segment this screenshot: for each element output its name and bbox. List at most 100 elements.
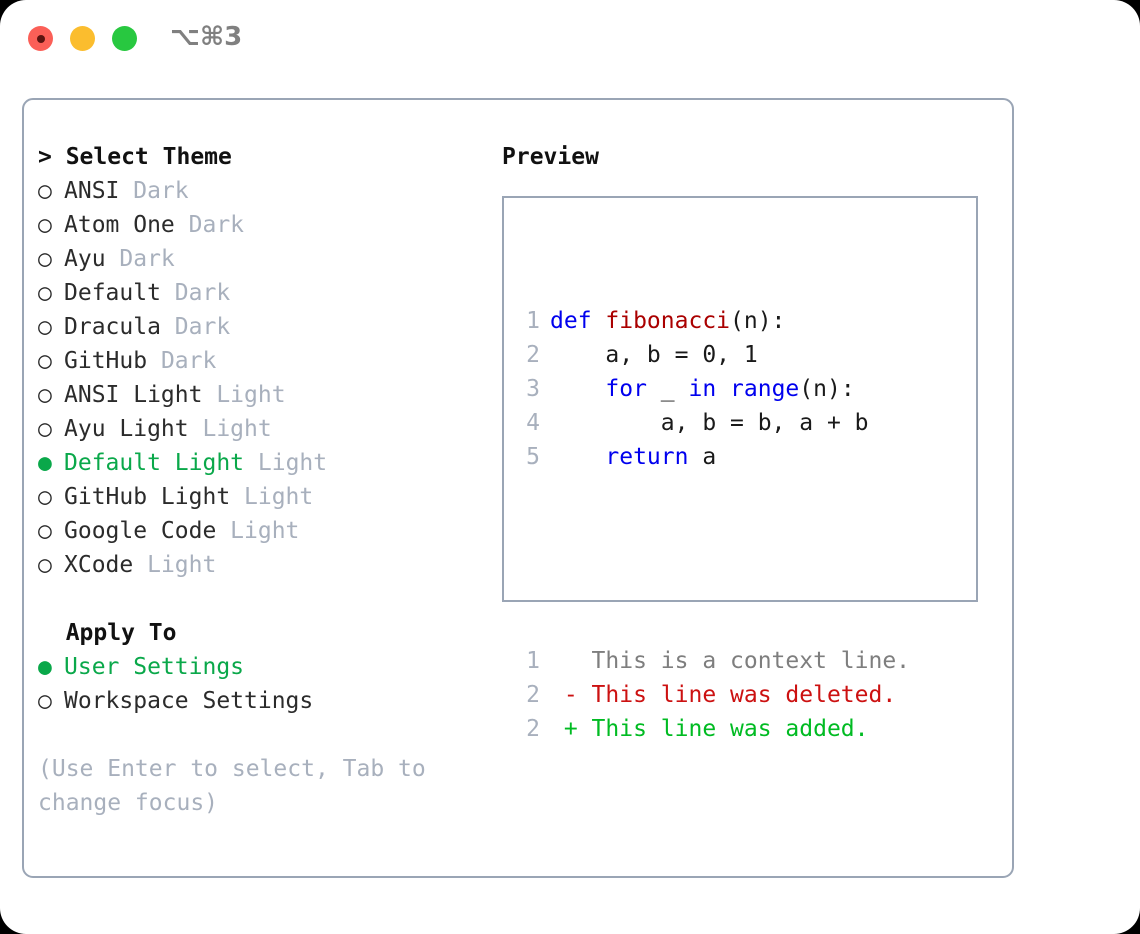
theme-mode-tag: Dark — [174, 314, 231, 340]
code-token: a, b = b, a + b — [550, 410, 869, 436]
theme-mode-tag: Light — [202, 416, 272, 442]
theme-mode-tag: Dark — [119, 246, 175, 272]
theme-name: GitHub Light — [64, 484, 245, 510]
radio-unselected-icon: ○ — [38, 552, 52, 578]
theme-option-default[interactable]: ○Default Dark — [38, 276, 488, 310]
code-token: (n): — [799, 376, 855, 402]
theme-mode-tag: Dark — [160, 348, 217, 374]
theme-option-ayu-light[interactable]: ○ Ayu Light Light — [38, 412, 488, 446]
diff-marker: - — [550, 682, 592, 708]
apply-to-option-user-settings[interactable]: ●User Settings — [38, 650, 488, 684]
code-token: return — [605, 444, 689, 470]
radio-unselected-icon: ○ — [38, 416, 52, 442]
radio-unselected-icon: ○ — [38, 518, 52, 544]
code-line: 5 return a — [518, 440, 910, 474]
keyboard-hint-text: (Use Enter to select, Tab to change focu… — [38, 756, 426, 816]
list-spacer — [38, 582, 488, 616]
theme-selection-column: > Select Theme ○ANSI Dark○Atom One Dark○… — [38, 140, 488, 820]
radio-unselected-icon: ○ — [38, 348, 52, 374]
theme-name: Ayu Light — [64, 416, 203, 442]
radio-selected-icon: ● — [38, 450, 52, 476]
apply-to-label: Workspace Settings — [64, 688, 314, 714]
theme-name: Dracula — [64, 314, 175, 340]
radio-unselected-icon: ○ — [38, 246, 52, 272]
traffic-light-buttons — [28, 26, 137, 51]
theme-option-google-code[interactable]: ○ Google Code Light — [38, 514, 488, 548]
diff-marker — [550, 648, 592, 674]
diff-text: This line was added. — [591, 716, 869, 742]
radio-unselected-icon: ○ — [38, 314, 52, 340]
preview-header: Preview — [502, 144, 599, 170]
code-token: for — [605, 376, 647, 402]
theme-option-dracula[interactable]: ○ Dracula Dark — [38, 310, 488, 344]
diff-line-ctx: 1 This is a context line. — [518, 644, 910, 678]
theme-mode-tag: Light — [230, 518, 300, 544]
theme-mode-tag: Light — [244, 484, 314, 510]
line-number: 3 — [526, 376, 540, 402]
maximize-button[interactable] — [112, 26, 137, 51]
line-number: 1 — [526, 308, 540, 334]
code-token: range — [730, 376, 800, 402]
apply-to-list[interactable]: ●User Settings○Workspace Settings — [38, 650, 488, 718]
theme-option-ayu[interactable]: ○ Ayu Dark — [38, 242, 488, 276]
theme-mode-tag: Dark — [133, 178, 189, 204]
radio-unselected-icon: ○ — [38, 280, 52, 306]
minimize-button[interactable] — [70, 26, 95, 51]
radio-selected-icon: ● — [38, 654, 52, 680]
theme-mode-tag: Dark — [174, 280, 231, 306]
theme-option-github-light[interactable]: ○ GitHub Light Light — [38, 480, 488, 514]
theme-option-ansi[interactable]: ○ ANSI Dark — [38, 174, 488, 208]
title-bar: ⌥⌘3 — [0, 0, 1140, 78]
theme-name: ANSI Light — [64, 382, 217, 408]
code-line: 4 a, b = b, a + b — [518, 406, 910, 440]
theme-name: Atom One — [64, 212, 189, 238]
apply-to-option-workspace-settings[interactable]: ○Workspace Settings — [38, 684, 488, 718]
theme-name: XCode — [64, 552, 148, 578]
line-number: 5 — [526, 444, 540, 470]
main-panel: > Select Theme ○ANSI Dark○Atom One Dark○… — [22, 98, 1014, 878]
radio-unselected-icon: ○ — [38, 484, 52, 510]
diff-line-add: 2 + This line was added. — [518, 712, 910, 746]
code-token: a, b = 0, 1 — [550, 342, 758, 368]
line-number: 2 — [526, 682, 540, 708]
diff-sample: 1 This is a context line.2 - This line w… — [518, 644, 910, 746]
code-token: fibonacci — [605, 308, 731, 334]
code-token: in — [688, 376, 717, 402]
close-button[interactable] — [28, 26, 53, 51]
theme-option-github[interactable]: ○ GitHub Dark — [38, 344, 488, 378]
code-token — [550, 444, 605, 470]
diff-line-del: 2 - This line was deleted. — [518, 678, 910, 712]
theme-name: Ayu — [64, 246, 120, 272]
radio-unselected-icon: ○ — [38, 212, 52, 238]
line-number: 4 — [526, 410, 540, 436]
apply-to-header: Apply To — [38, 620, 177, 646]
theme-name: Google Code — [64, 518, 231, 544]
theme-list[interactable]: ○ANSI Dark○Atom One Dark○Ayu Dark○Defaul… — [38, 174, 488, 582]
code-token — [716, 376, 730, 402]
code-token: _ — [646, 376, 689, 402]
code-line: 1 def fibonacci(n): — [518, 304, 910, 338]
code-token — [550, 376, 605, 402]
theme-option-default-light[interactable]: ●Default Light Light — [38, 446, 488, 480]
line-number: 2 — [526, 716, 540, 742]
code-token: def — [550, 308, 606, 334]
theme-mode-tag: Light — [216, 382, 286, 408]
theme-name: Default Light — [64, 450, 258, 476]
radio-unselected-icon: ○ — [38, 178, 52, 204]
theme-option-ansi-light[interactable]: ○ANSI Light Light — [38, 378, 488, 412]
theme-option-xcode[interactable]: ○XCode Light — [38, 548, 488, 582]
diff-text: This line was deleted. — [591, 682, 897, 708]
select-theme-header: > Select Theme — [38, 144, 232, 170]
code-token: (n): — [730, 308, 786, 334]
theme-name: ANSI — [64, 178, 134, 204]
diff-text: This is a context line. — [591, 648, 911, 674]
code-diff-separator — [518, 542, 910, 576]
theme-name: GitHub — [64, 348, 161, 374]
code-line: 2 a, b = 0, 1 — [518, 338, 910, 372]
theme-option-atom-one[interactable]: ○Atom One Dark — [38, 208, 488, 242]
